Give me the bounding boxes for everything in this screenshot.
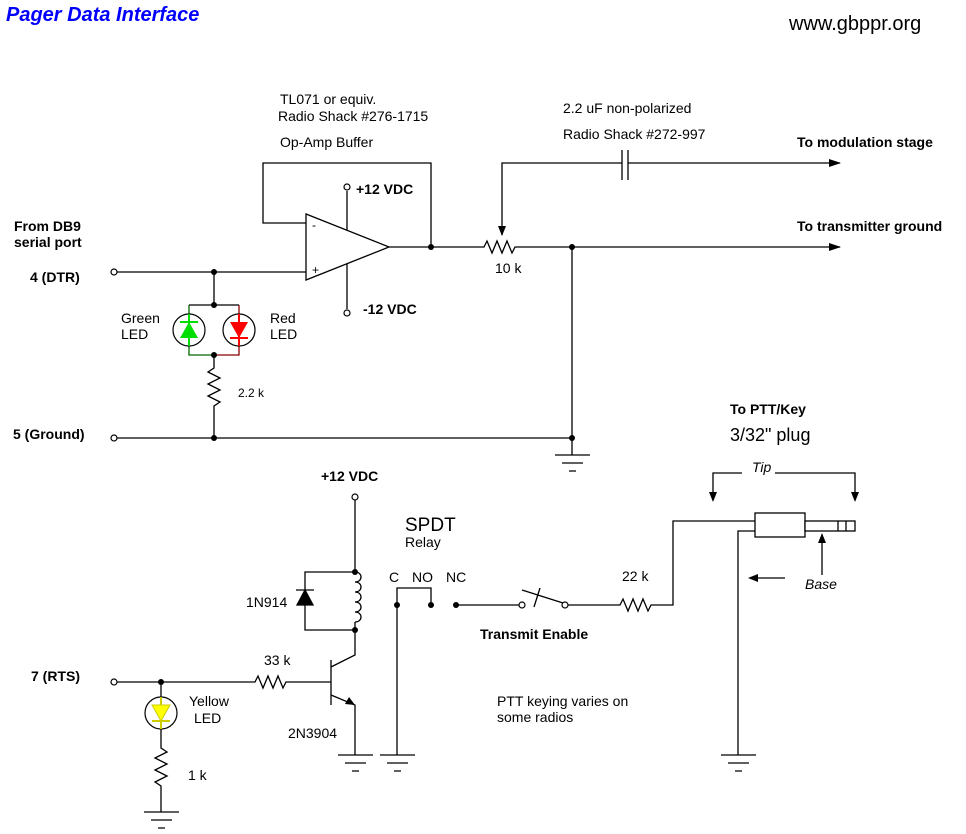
opamp-vneg: -12 VDC — [363, 301, 417, 317]
dtr-label: 4 (DTR) — [30, 269, 80, 285]
transistor-2n3904 — [330, 630, 373, 772]
r-base-value: 33 k — [264, 652, 291, 668]
transmit-enable-switch[interactable] — [518, 587, 569, 609]
green-led-label: Green — [121, 310, 160, 326]
base-label: Base — [805, 576, 837, 592]
diode-1n914 — [295, 588, 315, 606]
serial-port-label: serial port — [14, 234, 82, 250]
opamp-part: TL071 or equiv. — [280, 91, 376, 107]
page-title: Pager Data Interface — [6, 4, 199, 26]
transistor-label: 2N3904 — [288, 725, 337, 741]
transmit-enable-label: Transmit Enable — [480, 626, 588, 642]
red-led — [222, 313, 256, 347]
note-line-1: PTT keying varies on — [497, 693, 628, 709]
to-modulation-label: To modulation stage — [797, 134, 933, 150]
diode-label: 1N914 — [246, 594, 287, 610]
relay-vcc: +12 VDC — [321, 468, 378, 484]
opamp-plus: + — [312, 263, 319, 277]
plug-3-32 — [754, 512, 856, 538]
cap-value: 2.2 uF non-polarized — [563, 100, 691, 116]
r-ptt-value: 22 k — [622, 568, 649, 584]
opamp-rs-part: Radio Shack #276-1715 — [278, 108, 428, 124]
rts-label: 7 (RTS) — [31, 668, 80, 684]
contact-nc: NC — [446, 569, 466, 585]
relay-type: SPDT — [405, 515, 456, 536]
yellow-led-label: Yellow — [189, 693, 230, 709]
cap-rs-part: Radio Shack #272-997 — [563, 126, 706, 142]
site-url: www.gbppr.org — [788, 13, 921, 35]
opamp-vpos: +12 VDC — [356, 181, 413, 197]
ground-label: 5 (Ground) — [13, 426, 85, 442]
contact-c: C — [389, 569, 399, 585]
opamp-minus: - — [312, 218, 316, 232]
r-yellow-value: 1 k — [188, 767, 208, 783]
modulation-line — [501, 163, 840, 235]
red-led-label: Red — [270, 310, 296, 326]
yellow-led — [144, 696, 178, 730]
tx-ground-line — [389, 239, 841, 255]
red-led-label-2: LED — [270, 326, 297, 342]
to-tx-ground-label: To transmitter ground — [797, 218, 942, 234]
pot-value: 10 k — [495, 260, 522, 276]
relay-coil — [304, 500, 362, 631]
note-line-2: some radios — [497, 709, 573, 725]
pot-wiper-arrow — [498, 226, 506, 236]
from-db9-label: From DB9 — [14, 218, 81, 234]
green-led — [172, 313, 206, 347]
contact-no: NO — [412, 569, 433, 585]
plug-title: To PTT/Key — [730, 401, 806, 417]
r-led-value: 2.2 k — [238, 386, 265, 400]
green-led-label-2: LED — [121, 326, 148, 342]
tip-label: Tip — [752, 459, 772, 475]
opamp-label: Op-Amp Buffer — [280, 134, 373, 150]
capacitor — [621, 150, 629, 180]
op-amp: - + — [262, 162, 432, 317]
yellow-led-label-2: LED — [194, 710, 221, 726]
relay-label: Relay — [405, 534, 441, 550]
plug-size: 3/32" plug — [730, 425, 810, 445]
